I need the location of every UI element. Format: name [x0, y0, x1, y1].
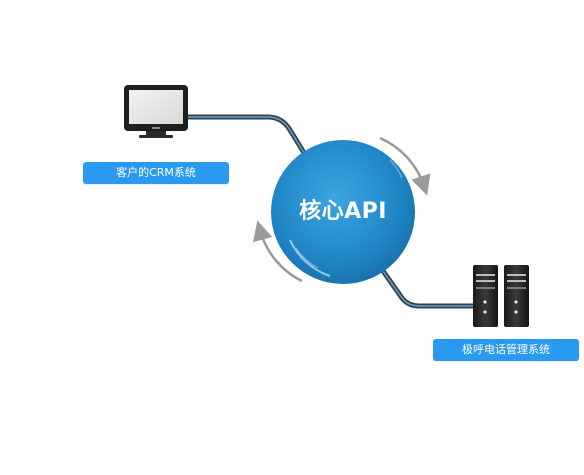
rotation-arrow-top-icon — [379, 136, 431, 196]
crm-system-label: 客户的CRM系统 — [83, 162, 229, 184]
phone-system-label: 极呼电话管理系统 — [433, 339, 579, 361]
crm-connector — [185, 114, 309, 159]
core-api-label: 核心API — [299, 199, 387, 224]
server-icon — [473, 265, 529, 327]
rotation-arrow-bottom-icon — [252, 220, 303, 283]
core-api-node — [271, 140, 415, 284]
monitor-icon — [124, 85, 188, 138]
phone-system-connector — [380, 268, 478, 309]
